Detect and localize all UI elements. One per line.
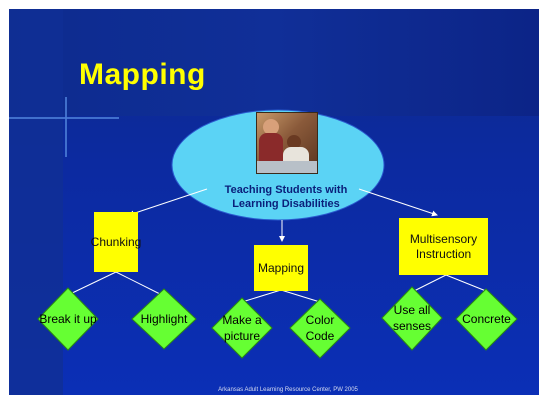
leaf-label-break-it-up: Break it up [39,312,97,326]
slide-title: Mapping [79,58,206,91]
connector-center-multisensory [358,188,438,217]
branch-label-chunking: Chunking [91,212,141,272]
diamond-break-it-up [37,287,99,351]
central-node-label: Teaching Students with Learning Disabili… [224,184,348,210]
leaf-label-concrete: Concrete [462,312,511,326]
connector-multisensory-concrete [445,274,487,292]
leaf-label-highlight: Highlight [140,312,188,326]
title-band [9,9,539,116]
diamond-highlight [131,288,197,350]
connector-center-chunking [128,188,208,217]
classroom-photo [256,112,318,174]
branch-label-mapping: Mapping [254,245,308,291]
leaf-label-use-all-senses: Use all senses [392,303,432,333]
footer-credit: Arkansas Adult Learning Resource Center,… [218,387,358,393]
leaf-label-color-code: Color Code [305,313,335,343]
connector-chunking-breakitup [67,271,117,296]
diamond-make-a-picture [211,297,273,359]
connector-mapping-makepicture [241,289,282,303]
decor-horizontal-line [9,117,119,119]
diamond-concrete [455,288,518,351]
branch-label-multisensory: Multisensory Instruction [399,218,488,275]
diamond-color-code [289,298,351,359]
diamond-use-all-senses [381,286,443,351]
decor-vertical-line [65,97,67,157]
connector-multisensory-useall [411,274,447,293]
slide: Mapping Teaching Stud [9,9,539,395]
connector-chunking-highlight [115,271,165,297]
connector-mapping-colorcode [280,289,321,303]
leaf-label-make-a-picture: Make a picture [222,313,262,343]
